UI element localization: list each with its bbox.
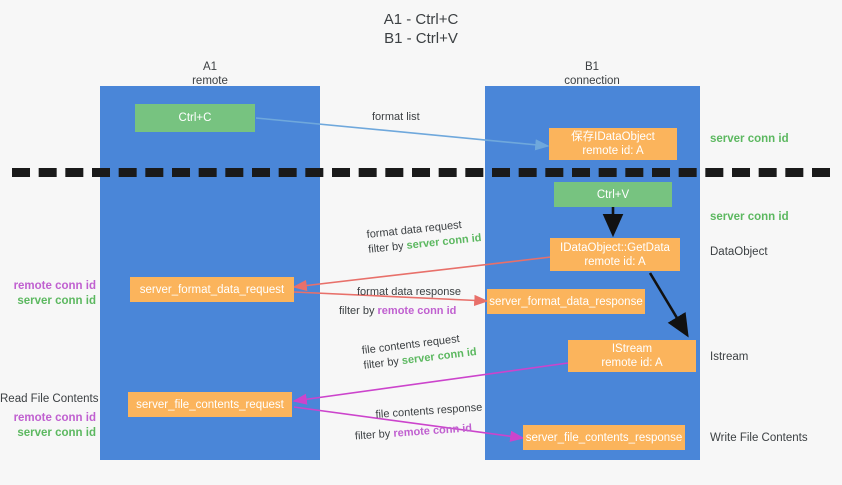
- box-istream-line2: remote id: A: [601, 357, 663, 369]
- title-line-2: B1 - Ctrl+V: [384, 30, 458, 47]
- side-label-read-file-contents: Read File Contents: [0, 393, 99, 405]
- filter-value-remote-conn-id: remote conn id: [392, 422, 473, 440]
- box-idataobject-getdata-line2: remote id: A: [584, 255, 646, 268]
- box-ctrl-c: Ctrl+C: [135, 104, 255, 132]
- box-istream: IStream remote id: A: [568, 340, 696, 372]
- flow-label-file-contents-response: file contents response filter by remote …: [355, 401, 484, 443]
- filter-value-remote-conn-id: remote conn id: [377, 305, 457, 317]
- box-server-format-data-request: server_format_data_request: [130, 277, 294, 302]
- box-server-format-data-response-label: server_format_data_response: [489, 295, 643, 308]
- filter-prefix: filter by: [367, 239, 408, 256]
- title-line-1: A1 - Ctrl+C: [383, 11, 459, 28]
- box-istream-line1: IStream: [611, 343, 653, 355]
- side-label-istream: Istream: [710, 351, 749, 363]
- flow-label-file-contents-response-line1: file contents response: [375, 401, 483, 421]
- side-label-dataobject: DataObject: [710, 246, 768, 258]
- box-ctrl-v: Ctrl+V: [554, 182, 672, 207]
- box-server-format-data-response: server_format_data_response: [487, 289, 645, 314]
- box-server-file-contents-response-label: server_file_contents_response: [525, 431, 683, 444]
- side-label-write-file-contents: Write File Contents: [710, 432, 808, 444]
- flow-label-file-contents-request: file contents request filter by server c…: [361, 330, 478, 374]
- phase-divider: [12, 168, 830, 177]
- side-label-server-conn-id-mid: server conn id: [710, 211, 789, 223]
- box-server-file-contents-response: server_file_contents_response: [523, 425, 685, 450]
- column-header-a1-name: A1: [202, 61, 218, 73]
- side-label-server-conn-id-top: server conn id: [710, 133, 789, 145]
- column-header-a1: A1 remote: [130, 60, 290, 88]
- side-label-server-conn-id-lower: server conn id: [17, 427, 96, 439]
- box-idataobject-getdata: IDataObject::GetData remote id: A: [550, 238, 680, 271]
- box-save-idataobject-line2: remote id: A: [582, 145, 644, 157]
- box-ctrl-v-label: Ctrl+V: [596, 188, 630, 201]
- box-server-file-contents-request-label: server_file_contents_request: [136, 398, 284, 411]
- filter-prefix: filter by: [354, 427, 394, 443]
- box-idataobject-getdata-line1: IDataObject::GetData: [560, 241, 670, 254]
- side-label-remote-conn-id-lower: remote conn id: [13, 412, 96, 424]
- column-header-b1-name: B1: [584, 61, 600, 73]
- column-header-b1-subtitle: connection: [564, 75, 620, 87]
- flow-label-format-list-line1: format list: [372, 111, 420, 123]
- flow-label-format-data-response-line1: format data response: [357, 286, 461, 298]
- flow-label-format-list: format list: [372, 110, 420, 125]
- flow-label-format-data-request: format data request filter by server con…: [366, 216, 482, 258]
- flow-label-file-contents-response-filter: filter by remote conn id: [354, 421, 473, 444]
- filter-prefix: filter by: [362, 355, 403, 372]
- box-save-idataobject: 保存IDataObject remote id: A: [549, 128, 677, 160]
- box-server-file-contents-request: server_file_contents_request: [128, 392, 292, 417]
- box-save-idataobject-line1: 保存IDataObject: [571, 131, 655, 143]
- side-label-remote-conn-id-upper: remote conn id: [13, 280, 96, 292]
- box-server-format-data-request-label: server_format_data_request: [139, 283, 285, 296]
- column-header-a1-subtitle: remote: [192, 75, 228, 87]
- side-label-server-conn-id-upper: server conn id: [17, 295, 96, 307]
- diagram-title: A1 - Ctrl+C B1 - Ctrl+V: [0, 10, 842, 48]
- filter-prefix: filter by: [339, 305, 378, 317]
- box-ctrl-c-label: Ctrl+C: [178, 112, 212, 124]
- flow-label-format-data-response-filter: filter by remote conn id: [339, 304, 456, 319]
- flow-label-format-data-response: format data response filter by remote co…: [339, 285, 461, 319]
- column-header-b1: B1 connection: [512, 60, 672, 88]
